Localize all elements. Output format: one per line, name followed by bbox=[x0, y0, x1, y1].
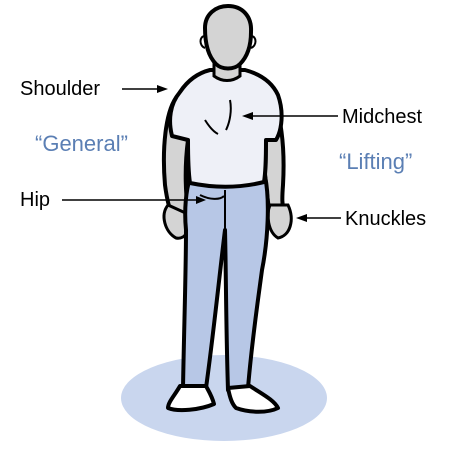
head bbox=[205, 6, 251, 69]
shoulder-label: Shoulder bbox=[20, 79, 100, 99]
floor-shadow bbox=[121, 355, 327, 441]
general-zone-label: “General” bbox=[35, 133, 128, 155]
shoulder-arrowhead bbox=[157, 85, 168, 93]
right-hand bbox=[268, 205, 291, 238]
lifting-zone-label: “Lifting” bbox=[339, 151, 412, 173]
knuckles-arrowhead bbox=[296, 214, 307, 222]
midchest-label: Midchest bbox=[342, 107, 422, 127]
hip-label: Hip bbox=[20, 190, 50, 210]
knuckles-label: Knuckles bbox=[345, 209, 426, 229]
